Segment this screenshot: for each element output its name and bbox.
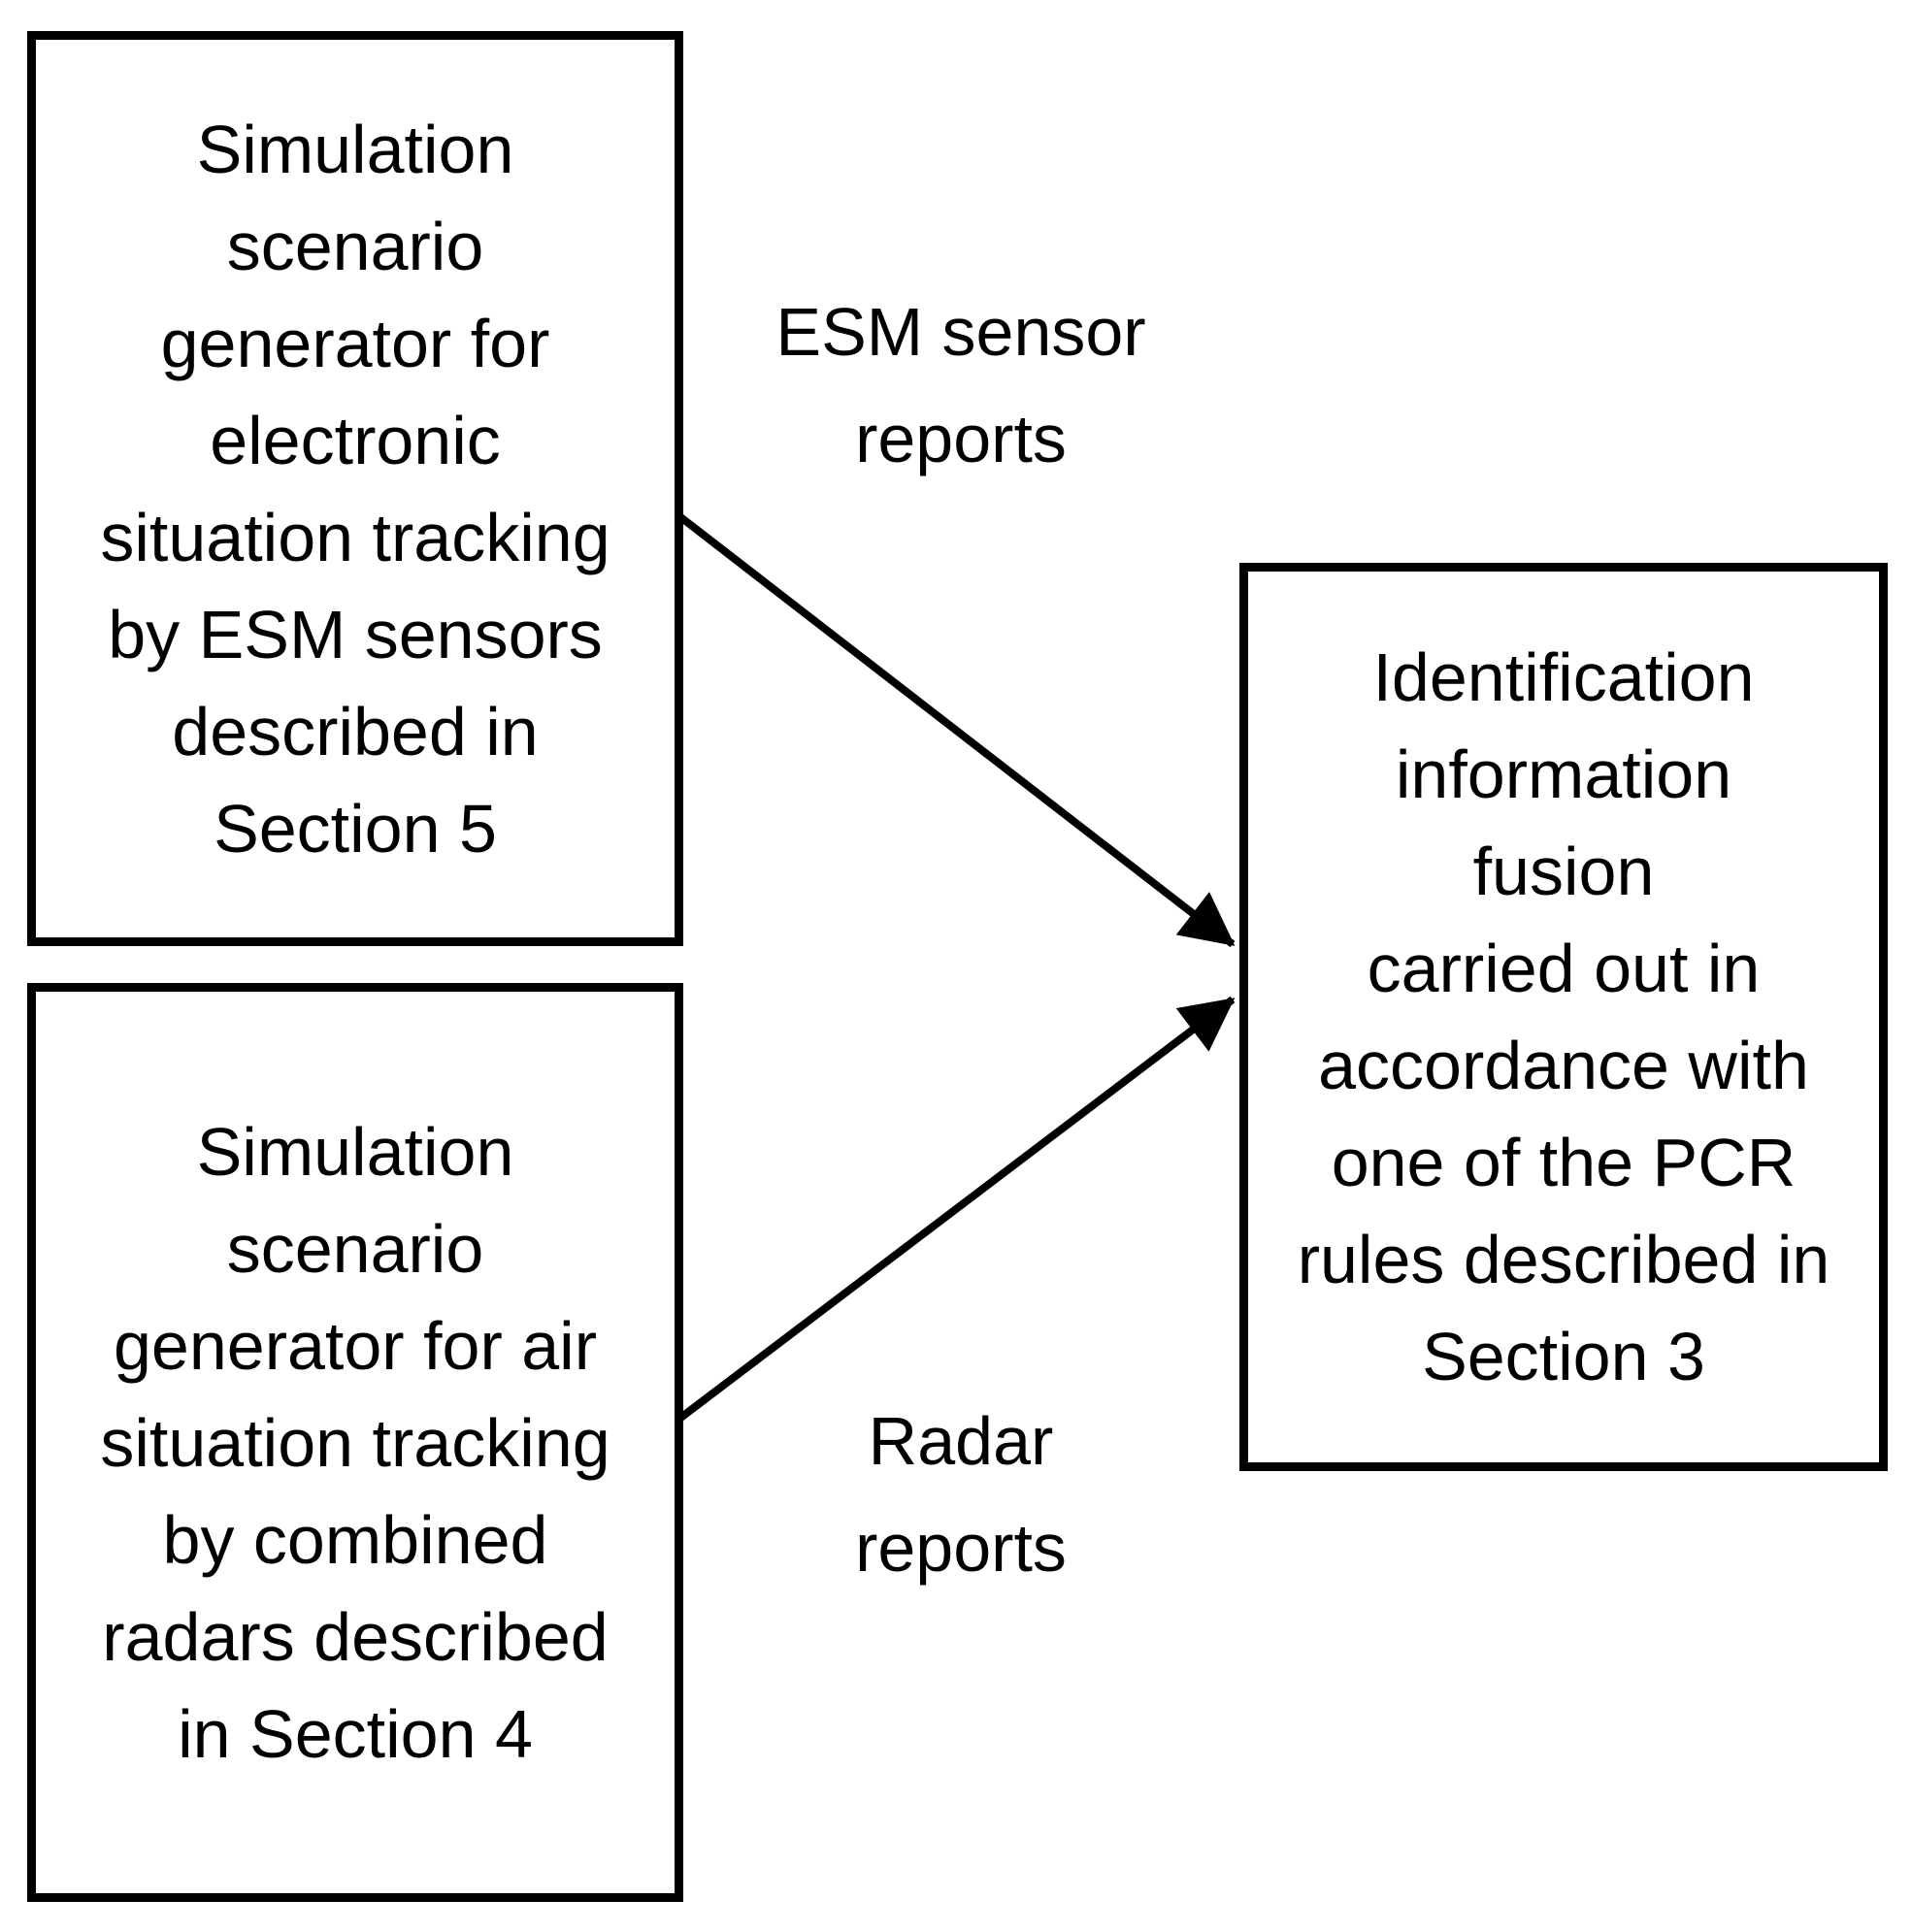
esm-scenario-generator-text: Simulation scenario generator for electr…	[100, 111, 610, 867]
identification-fusion-box: Identification information fusion carrie…	[1239, 563, 1888, 1471]
identification-fusion-text: Identification information fusion carrie…	[1297, 639, 1830, 1394]
radar-scenario-generator-text: Simulation scenario generator for air si…	[100, 1113, 610, 1772]
radar-scenario-generator-box: Simulation scenario generator for air si…	[27, 983, 683, 1902]
radar-reports-label: Radar reports	[855, 1403, 1067, 1586]
esm-reports-label: ESM sensor reports	[775, 294, 1146, 476]
radar-reports-arrow	[676, 996, 1236, 1423]
esm-reports-arrow	[676, 512, 1236, 948]
esm-scenario-generator-box: Simulation scenario generator for electr…	[27, 31, 683, 946]
